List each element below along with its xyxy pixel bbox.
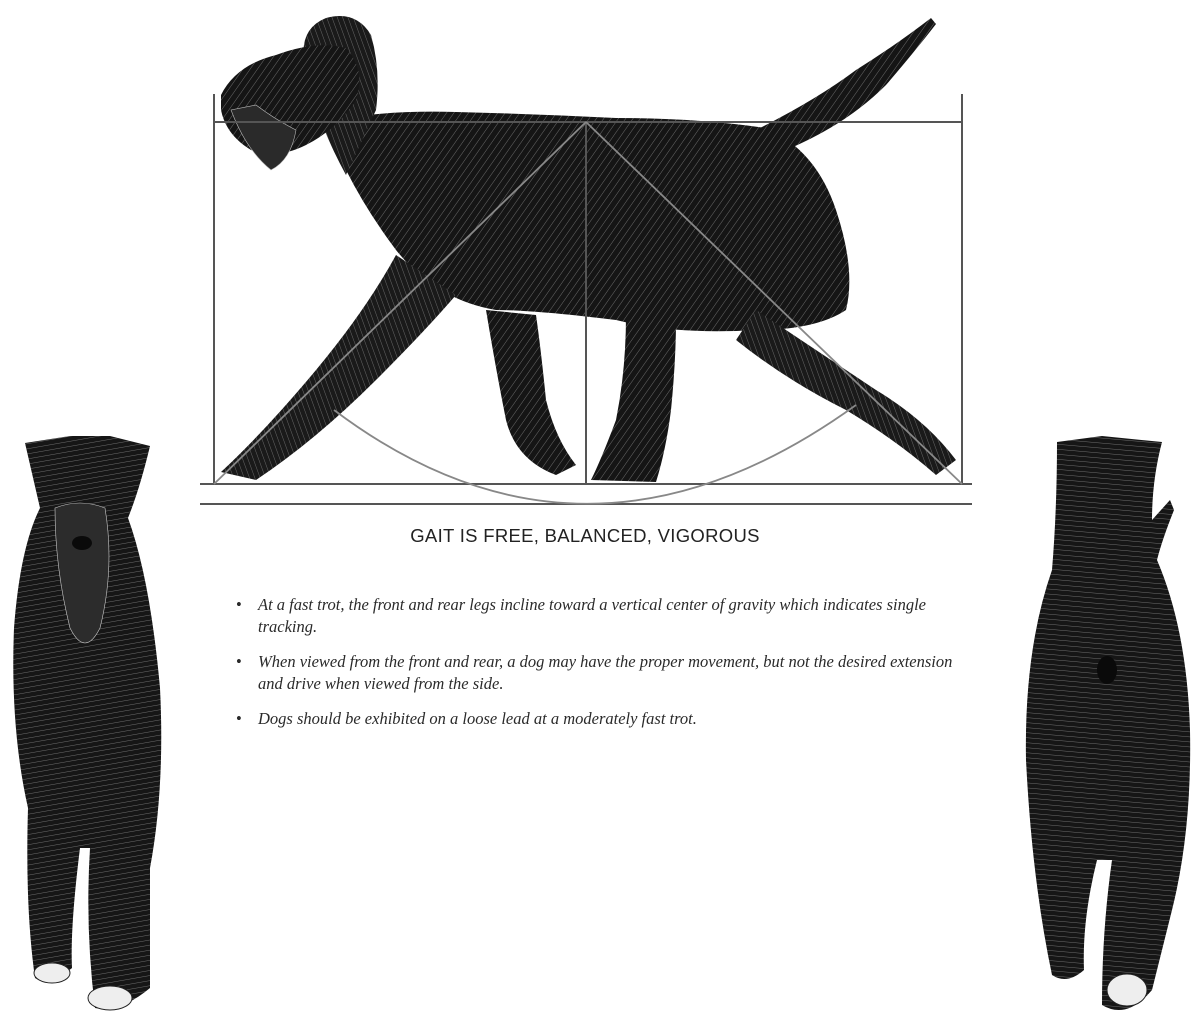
- list-item: • Dogs should be exhibited on a loose le…: [234, 708, 954, 730]
- bullet-icon: •: [236, 651, 242, 673]
- gait-arc: [334, 405, 856, 504]
- list-item-text: Dogs should be exhibited on a loose lead…: [258, 709, 697, 728]
- list-item-text: When viewed from the front and rear, a d…: [258, 652, 952, 693]
- dog-front-view-illustration: [0, 428, 170, 1013]
- proportion-guide: [200, 94, 972, 504]
- gait-caption: GAIT IS FREE, BALANCED, VIGOROUS: [200, 525, 970, 547]
- gait-notes-list: • At a fast trot, the front and rear leg…: [234, 594, 954, 743]
- dog-side-view-illustration: [196, 10, 986, 510]
- dog-rear-view-illustration: [1012, 430, 1192, 1013]
- list-item: • At a fast trot, the front and rear leg…: [234, 594, 954, 638]
- bullet-icon: •: [236, 708, 242, 730]
- list-item-text: At a fast trot, the front and rear legs …: [258, 595, 926, 636]
- list-item: • When viewed from the front and rear, a…: [234, 651, 954, 695]
- bullet-icon: •: [236, 594, 242, 616]
